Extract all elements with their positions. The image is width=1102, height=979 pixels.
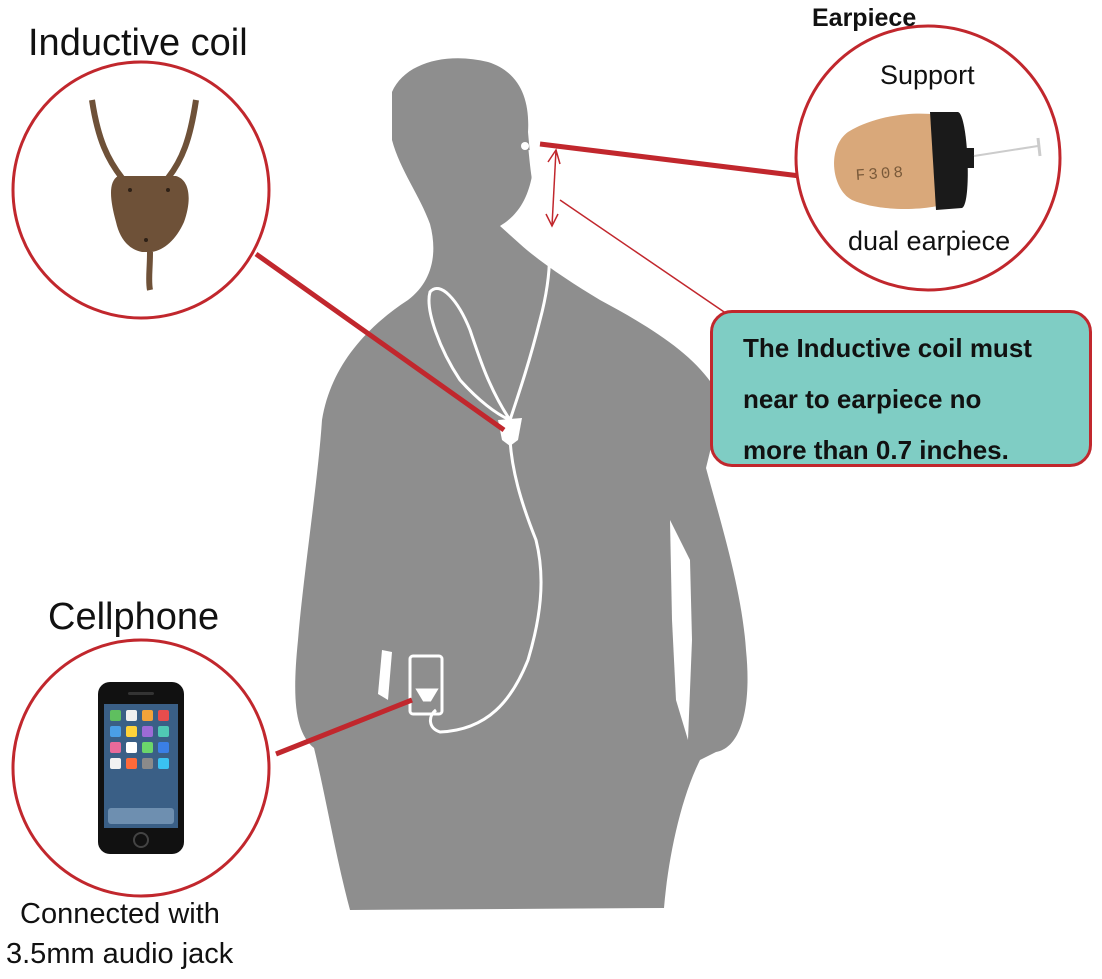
phone-app-icons [108, 710, 174, 824]
earpiece-dual-label: dual earpiece [848, 226, 1011, 256]
connector-lines [254, 141, 801, 757]
connection-note-line1: Connected with [20, 898, 220, 930]
earpiece-title: Earpiece [812, 4, 917, 32]
note-line3: more than 0.7 inches. [743, 435, 1009, 465]
jacket-highlights [378, 520, 692, 740]
note-line2: near to earpiece no [743, 384, 982, 414]
earpiece-marking: F308 [855, 164, 907, 185]
connection-note-line2: 3.5mm audio jack [6, 938, 234, 970]
inductive-coil-callout [11, 60, 271, 320]
earpiece-support-label: Support [880, 60, 975, 90]
body-phone-mark [408, 654, 444, 716]
earpiece-callout: F308 [794, 24, 1062, 292]
cellphone-callout [11, 638, 271, 898]
note-line1: The Inductive coil must [743, 333, 1032, 363]
inductive-coil-title: Inductive coil [28, 22, 248, 64]
person-silhouette [295, 58, 748, 910]
cellphone-title: Cellphone [48, 596, 220, 638]
ear-point [521, 142, 529, 150]
earphone-wire [427, 149, 552, 734]
distance-note-box: The Inductive coil must near to earpiece… [710, 310, 1092, 467]
body-coil-mark [498, 418, 522, 446]
